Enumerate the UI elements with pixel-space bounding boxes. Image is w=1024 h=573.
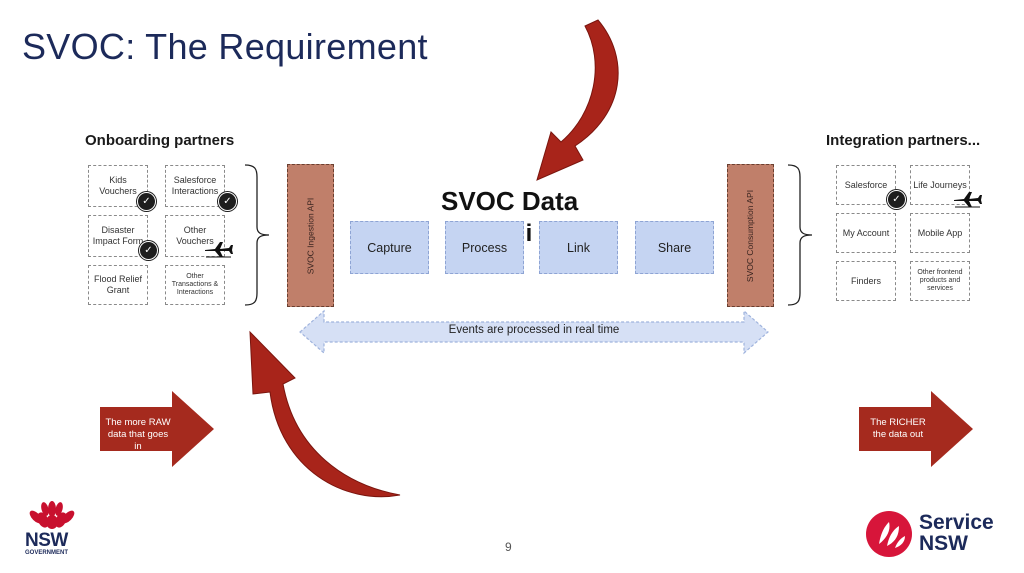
consumption-api-bar: SVOC Consumption API (727, 164, 774, 307)
stage-share: Share (635, 221, 714, 274)
events-double-arrow-icon (299, 309, 769, 355)
partner-other-transactions: Other Transactions & Interactions (165, 265, 225, 305)
airplane-icon (954, 192, 982, 208)
check-icon: ✓ (218, 192, 237, 211)
page-title: SVOC: The Requirement (22, 26, 428, 67)
partner-disaster-impact-form: Disaster Impact Form (88, 215, 148, 257)
richer-arrow-icon (859, 391, 973, 467)
airplane-icon (205, 242, 233, 258)
partner-my-account: My Account (836, 213, 896, 253)
partner-kids-vouchers: Kids Vouchers (88, 165, 148, 207)
curved-arrow-bottom-icon (249, 330, 401, 498)
platform-title: SVOC Data (441, 186, 579, 216)
richer-label: The RICHER the data out (870, 417, 926, 440)
check-icon: ✓ (139, 241, 158, 260)
service-logo-line1: Service (919, 511, 994, 534)
partner-finders: Finders (836, 261, 896, 301)
curved-arrow-top-icon (536, 19, 619, 181)
waratah-logo-icon (29, 501, 75, 529)
partner-flood-relief-grant: Flood Relief Grant (88, 265, 148, 305)
events-label: Events are processed in real time (448, 324, 620, 336)
partner-other-frontend: Other frontend products and services (910, 261, 970, 301)
onboarding-heading: Onboarding partners (85, 132, 235, 149)
check-icon: ✓ (887, 190, 906, 209)
partner-salesforce: Salesforce (836, 165, 896, 205)
service-nsw-logo-icon (866, 511, 912, 557)
partner-life-journeys: Life Journeys (910, 165, 970, 205)
partner-salesforce-interactions: Salesforce Interactions (165, 165, 225, 207)
raw-arrow-icon (100, 391, 214, 467)
brace-right-icon (787, 164, 813, 306)
raw-label: The more RAW data that goes in (105, 417, 171, 452)
stage-link: Link (539, 221, 618, 274)
nsw-logo-subtext: GOVERNMENT (25, 550, 69, 556)
integration-heading: Integration partners... (826, 132, 981, 149)
brace-left-icon (244, 164, 270, 306)
service-logo-line2: NSW (919, 532, 968, 555)
stage-process: Process (445, 221, 524, 274)
partner-mobile-app: Mobile App (910, 213, 970, 253)
ingestion-api-bar: SVOC Ingestion API (287, 164, 334, 307)
page-number: 9 (505, 540, 512, 554)
nsw-logo-text: NSW (25, 530, 68, 551)
stage-capture: Capture (350, 221, 429, 274)
check-icon: ✓ (137, 192, 156, 211)
